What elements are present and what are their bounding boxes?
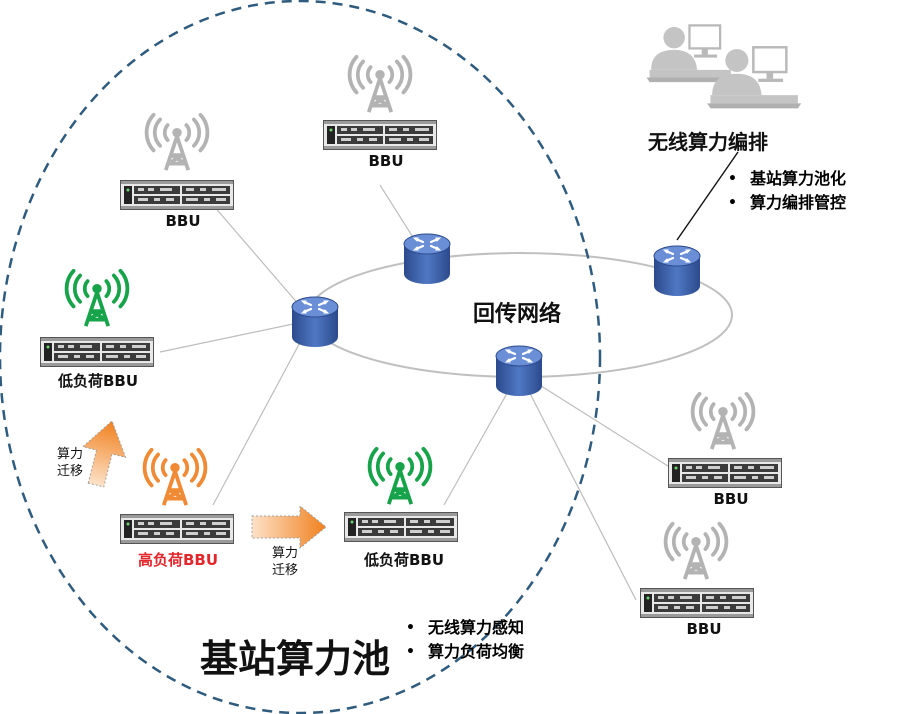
tower-icon xyxy=(690,391,756,451)
link-bbu-right1 xyxy=(518,371,669,467)
bbu-device-icon xyxy=(120,514,234,544)
tower-icon xyxy=(64,268,130,328)
pool-title: 基站算力池 xyxy=(200,637,391,681)
router-icon xyxy=(494,344,544,398)
tower-icon xyxy=(367,446,433,506)
bbu-device-icon xyxy=(323,120,437,150)
migration-label-left: 算力 迁移 xyxy=(57,446,83,480)
migration-label-line1: 算力 xyxy=(271,546,299,561)
bbu-device-icon xyxy=(344,512,458,542)
bullet-item: 无线算力感知 xyxy=(400,616,524,640)
bbu-device-icon xyxy=(668,458,782,488)
bullet-item: 算力编排管控 xyxy=(722,191,846,215)
migration-arrow-icon xyxy=(251,504,327,550)
migration-label-line2: 迁移 xyxy=(271,563,299,578)
backhaul-network-label: 回传网络 xyxy=(473,302,562,327)
orchestration-title: 无线算力编排 xyxy=(648,130,768,154)
bbu-label: BBU xyxy=(368,152,404,170)
link-bbu-topleft xyxy=(212,204,313,321)
high-load-bbu-label: 高负荷BBU xyxy=(137,551,219,569)
bbu-device-icon xyxy=(640,588,754,618)
pool-bullets: 无线算力感知 算力负荷均衡 xyxy=(400,616,524,664)
connection-lines xyxy=(159,184,669,601)
compute-pool-boundary xyxy=(0,0,602,714)
low-load-bbu-label: 低负荷BBU xyxy=(57,372,139,390)
bbu-label: BBU xyxy=(686,620,722,638)
operators-icon xyxy=(705,45,803,110)
bullet-item: 基站算力池化 xyxy=(722,167,846,191)
link-bbu-right2 xyxy=(518,371,637,601)
migration-label-line2: 迁移 xyxy=(56,464,84,479)
migration-label-bottom: 算力 迁移 xyxy=(272,545,298,579)
migration-label-line1: 算力 xyxy=(56,447,84,462)
tower-icon xyxy=(663,521,729,581)
tower-icon xyxy=(347,54,413,114)
router-icon xyxy=(652,244,702,298)
low-load-bbu-label: 低负荷BBU xyxy=(363,551,445,569)
bullet-item: 算力负荷均衡 xyxy=(400,640,524,664)
link-low-load-bbu-left xyxy=(159,319,313,353)
link-high-load-bbu xyxy=(212,319,313,506)
router-icon xyxy=(402,232,452,286)
operators-icon xyxy=(645,24,736,84)
bbu-label: BBU xyxy=(713,490,749,508)
bbu-label: BBU xyxy=(165,212,201,230)
orchestration-bullets: 基站算力池化 算力编排管控 xyxy=(722,167,846,215)
bbu-device-icon xyxy=(120,180,234,210)
tower-icon xyxy=(142,447,208,507)
tower-icon xyxy=(144,112,210,172)
migration-arrow-icon xyxy=(81,420,127,488)
router-icon xyxy=(290,295,340,349)
bbu-device-icon xyxy=(40,337,154,367)
